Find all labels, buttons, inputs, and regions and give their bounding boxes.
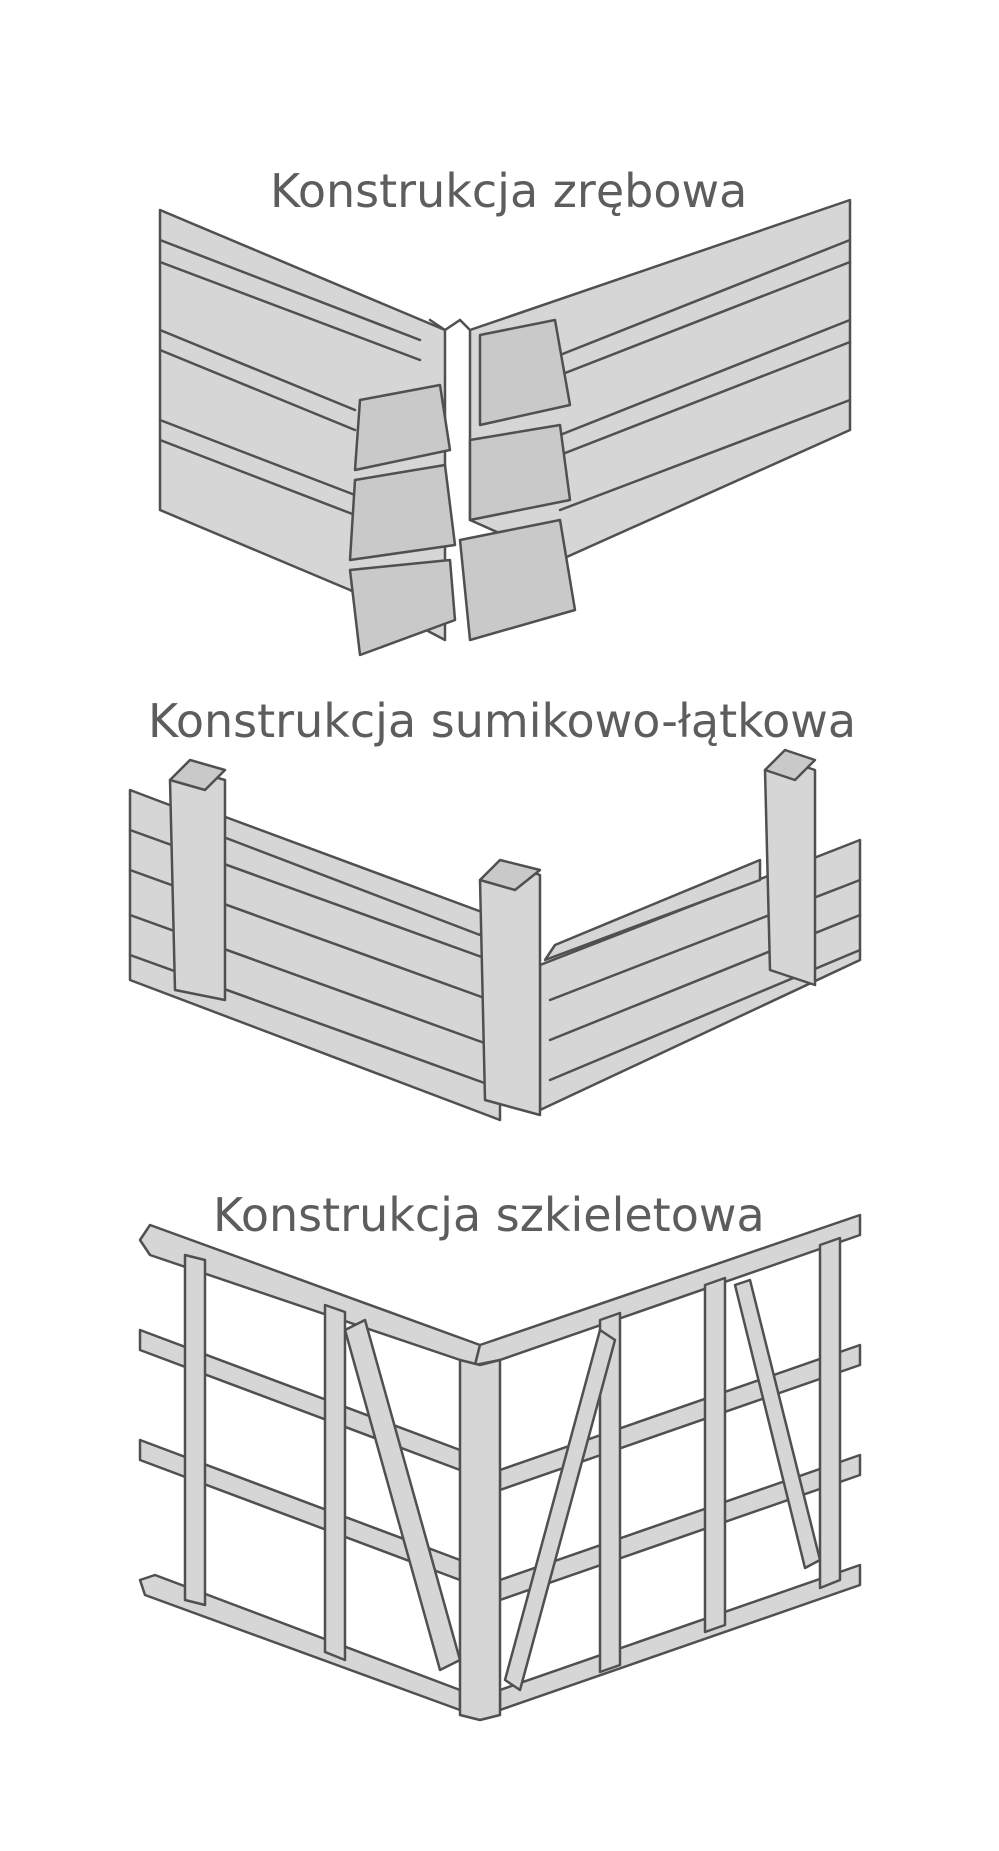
log-seam (558, 318, 852, 437)
frame-corner-post (458, 1358, 502, 1722)
frame-stud (183, 1253, 207, 1607)
frame-stud (598, 1311, 622, 1674)
post-right-top (763, 748, 817, 782)
log-seam (158, 238, 422, 342)
frame-construction-label: Konstrukcja szkieletowa (213, 1188, 765, 1242)
log-seam (158, 418, 357, 497)
post-left (168, 768, 227, 1002)
log-end (478, 318, 572, 427)
frame-brace (503, 1328, 617, 1692)
log-construction-illustration (158, 198, 852, 657)
top-plank-right (543, 858, 762, 962)
log-seam (158, 260, 422, 362)
log-notch (428, 318, 472, 332)
log-seam (558, 398, 852, 512)
post-and-plank-illustration (128, 748, 862, 1122)
log-seam (558, 260, 852, 377)
frame-sill-right (498, 1563, 862, 1712)
post-middle-top (478, 858, 542, 892)
post-right (763, 758, 817, 987)
log-construction-label: Konstrukcja zrębowa (270, 164, 748, 218)
log-seam (558, 340, 852, 457)
post-middle (478, 863, 542, 1117)
log-end (353, 383, 452, 472)
log-end (348, 463, 457, 562)
log-end (348, 558, 457, 657)
frame-brace (733, 1278, 822, 1570)
frame-stud (703, 1276, 727, 1634)
log-end (458, 518, 577, 642)
post-left-top (168, 758, 227, 792)
log-seam (158, 328, 357, 412)
post-and-plank-construction-label: Konstrukcja sumikowo-łątkowa (148, 694, 857, 748)
frame-stud (323, 1303, 347, 1662)
frame-stud (818, 1236, 842, 1590)
log-seam (158, 438, 357, 517)
log-end (468, 423, 572, 522)
frame-rail (498, 1343, 862, 1492)
frame-construction-illustration (138, 1213, 862, 1722)
log-seam (158, 348, 357, 432)
log-seam (558, 238, 852, 357)
frame-brace (343, 1318, 462, 1672)
